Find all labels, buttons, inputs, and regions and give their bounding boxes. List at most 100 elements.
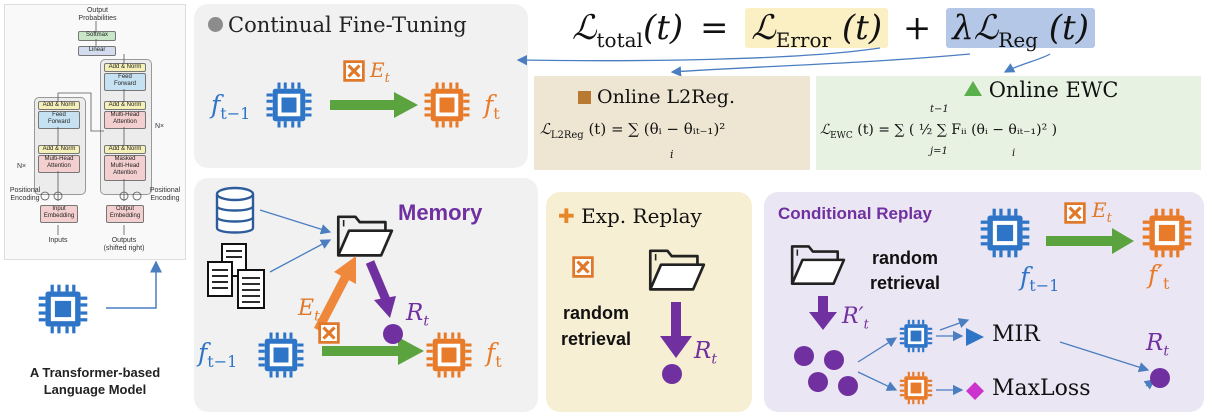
e-symbol: E <box>1092 198 1107 222</box>
exp-replay-retrieval-label: random retrieval <box>556 300 636 352</box>
memory-sample-dot <box>383 324 403 344</box>
triangle-icon <box>964 81 982 96</box>
conditional-green-arrow <box>1046 228 1134 254</box>
loss-equation: ℒtotal(t) = ℒError (t) + λℒReg (t) <box>572 8 1095 52</box>
conditional-e-label: Et <box>1092 198 1112 226</box>
decoder-positional-label: Positional Encoding <box>149 187 181 202</box>
memory-f-prev: ft−1 <box>198 338 237 371</box>
f-symbol: f <box>1020 262 1030 291</box>
output-embedding-block: Output Embedding <box>106 205 144 223</box>
bullet-icon <box>208 17 223 32</box>
continual-f-next: ft <box>484 90 500 123</box>
decoder-add-norm-2: Add & Norm <box>104 101 146 110</box>
ewc-sum-bottom: j=1 <box>930 146 948 157</box>
loss-reg-sub: Reg <box>998 27 1038 52</box>
retrieval-line-1: random <box>562 303 629 323</box>
exp-replay-panel <box>546 192 752 412</box>
conditional-candidate-dots <box>794 346 858 396</box>
e-symbol: E <box>298 296 315 321</box>
r-symbol: R <box>694 338 712 364</box>
continual-f-prev: ft−1 <box>211 90 250 123</box>
e-subscript: t <box>314 308 320 325</box>
mir-triangle-marker <box>966 328 984 346</box>
inputs-label: Inputs <box>48 237 68 244</box>
encoder-nx-label: N× <box>17 163 27 170</box>
exp-replay-down-arrow <box>660 302 692 384</box>
continual-finetuning-panel <box>194 4 528 168</box>
f-subscript: t <box>493 104 500 123</box>
transformer-link-arrow <box>106 260 162 309</box>
e-subscript: t <box>384 71 390 86</box>
transformer-caption: A Transformer-based Language Model <box>29 365 161 397</box>
encoder-add-norm-1: Add & Norm <box>38 145 80 154</box>
ewc-panel <box>816 76 1201 170</box>
plus-icon: ✚ <box>558 204 575 228</box>
memory-flow-arrows <box>259 209 424 365</box>
continual-title-text: Continual Fine-Tuning <box>228 13 467 37</box>
transformer-connectors <box>40 21 142 235</box>
ewc-inner-index: i <box>1012 148 1016 159</box>
loss-total-arg: (t) <box>642 8 684 48</box>
decoder-nx-label: N× <box>155 123 165 130</box>
loss-reg-symbol: λℒ <box>952 8 999 48</box>
f-symbol: f <box>198 338 208 367</box>
r-subscript: t <box>711 351 717 368</box>
documents-icon <box>207 243 265 309</box>
retrieval-line-2: retrieval <box>560 329 632 349</box>
maxloss-label: MaxLoss <box>992 376 1091 401</box>
f-symbol: f′ <box>1148 260 1163 289</box>
loss-connector-arrows <box>516 47 1051 77</box>
f-subscript: t−1 <box>1029 276 1060 295</box>
loss-error-arg: (t) <box>841 8 883 48</box>
retrieval-line-2: retrieval <box>869 273 941 293</box>
memory-e-label: Et <box>298 296 320 324</box>
decoder-feed-forward: Feed Forward <box>104 73 146 91</box>
conditional-title: Conditional Replay <box>778 204 932 223</box>
conditional-retrieval-label: random retrieval <box>862 246 948 296</box>
mir-label: MIR <box>992 322 1040 347</box>
loss-equals: = <box>699 8 729 48</box>
e-subscript: t <box>1106 211 1112 226</box>
conditional-f-next: f′t <box>1148 260 1169 293</box>
outputs-label: Outputs (shifted right) <box>103 237 145 252</box>
memory-f-next: ft <box>486 338 502 371</box>
maxloss-diamond-marker <box>966 382 984 400</box>
encoder-positional-label: Positional Encoding <box>9 187 41 202</box>
conditional-r-label: Rt <box>1146 330 1169 360</box>
conditional-r-prime-label: R′t <box>842 304 869 332</box>
e-symbol: E <box>370 58 385 82</box>
l2reg-formula: ℒL2Reg (t) = ∑ (θᵢ − θᵢₜ₋₁)² <box>540 120 725 141</box>
r-symbol: R <box>1146 330 1164 356</box>
r-symbol: R′ <box>842 304 864 329</box>
loss-error-sub: Error <box>775 27 832 52</box>
output-probabilities-label: Output Probabilities <box>78 7 117 22</box>
loss-total-symbol: ℒ <box>572 8 597 48</box>
l2reg-title-text: Online L2Reg. <box>597 86 735 108</box>
loss-error-term: ℒError (t) <box>745 8 889 52</box>
ewc-rhs: (t) = ∑ ( ½ ∑ Fᵢᵢ (θᵢ − θᵢₜ₋₁)² ) <box>857 122 1058 138</box>
encoder-feed-forward: Feed Forward <box>38 111 80 129</box>
f-symbol: f <box>484 90 494 119</box>
f-subscript: t−1 <box>220 104 251 123</box>
retrieval-line-1: random <box>871 248 938 268</box>
memory-r-label: Rt <box>406 300 429 330</box>
ewc-title-text: Online EWC <box>988 78 1119 102</box>
l2reg-sum-index: i <box>670 148 674 161</box>
continual-e-label: Et <box>370 58 390 86</box>
r-subscript: t <box>1163 343 1169 360</box>
f-subscript: t <box>495 352 502 371</box>
loss-reg-term: λℒReg (t) <box>946 8 1095 52</box>
ewc-formula: ℒEWC (t) = ∑ ( ½ ∑ Fᵢᵢ (θᵢ − θᵢₜ₋₁)² ) <box>820 122 1057 141</box>
transformer-panel: Output Probabilities Softmax Linear Add … <box>4 4 186 260</box>
loss-total-sub: total <box>596 27 643 52</box>
exp-replay-title: ✚ Exp. Replay <box>558 204 702 228</box>
r-symbol: R <box>406 300 424 326</box>
continual-green-arrow <box>330 92 418 118</box>
loss-reg-arg: (t) <box>1048 8 1089 48</box>
input-embedding-block: Input Embedding <box>40 205 78 223</box>
loss-error-symbol: ℒ <box>751 8 776 48</box>
f-subscript: t <box>1162 274 1170 293</box>
decoder-add-norm-3: Add & Norm <box>104 63 146 72</box>
linear-block: Linear <box>78 46 116 56</box>
